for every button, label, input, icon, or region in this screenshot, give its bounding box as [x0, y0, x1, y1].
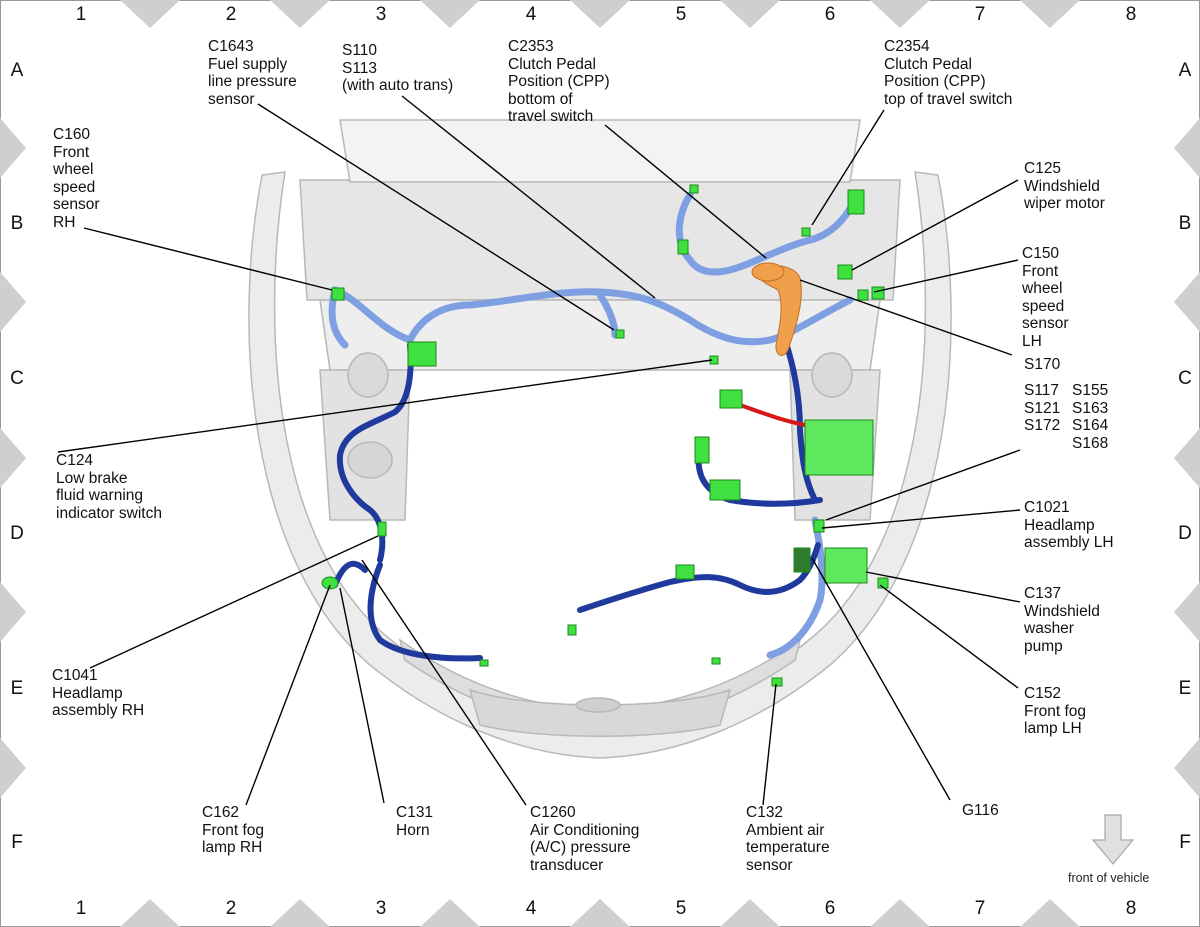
- grid-col-3-bottom: 3: [375, 898, 387, 919]
- grid-col-3-top: 3: [375, 4, 387, 25]
- wiring-harness-dark: [332, 337, 823, 662]
- grid-row-c-left: C: [10, 368, 24, 389]
- grid-row-e-left: E: [10, 678, 24, 699]
- label-c1041: C1041 Headlamp assembly RH: [52, 667, 145, 719]
- grid-col-6-top: 6: [824, 4, 836, 25]
- label-c1021: C1021 Headlamp assembly LH: [1024, 499, 1114, 551]
- label-c137: C137 Windshield washer pump: [1024, 585, 1100, 655]
- grid-top-markers: [120, 0, 1080, 28]
- highlighted-components: [739, 262, 806, 427]
- label-c160: C160 Front wheel speed sensor RH: [53, 126, 100, 231]
- grid-row-e-right: E: [1178, 678, 1192, 699]
- grid-col-2-top: 2: [225, 4, 237, 25]
- grid-col-8-top: 8: [1125, 4, 1137, 25]
- label-c124: C124 Low brake fluid warning indicator s…: [56, 452, 162, 522]
- grid-left-markers: [0, 118, 26, 798]
- label-c150: C150 Front wheel speed sensor LH: [1022, 245, 1069, 350]
- label-c162: C162 Front fog lamp RH: [202, 804, 265, 856]
- label-g116: G116: [962, 802, 999, 819]
- grid-row-f-left: F: [11, 832, 23, 853]
- label-c132: C132 Ambient air temperature sensor: [746, 804, 830, 874]
- label-c125: C125 Windshield wiper motor: [1024, 160, 1105, 212]
- grid-col-5-top: 5: [675, 4, 687, 25]
- label-c1260: C1260 Air Conditioning (A/C) pressure tr…: [530, 804, 640, 874]
- front-of-vehicle-label: front of vehicle: [1068, 871, 1150, 885]
- grid-col-1-bottom: 1: [75, 898, 87, 919]
- front-arrow-icon: [1091, 814, 1135, 865]
- grid-row-a-left: A: [10, 60, 24, 81]
- grid-row-b-left: B: [10, 213, 24, 234]
- grid-col-1-top: 1: [75, 4, 87, 25]
- grid-col-5-bottom: 5: [675, 898, 687, 919]
- label-splices-right: S155 S163 S164 S168: [1072, 382, 1109, 452]
- grid-col-7-bottom: 7: [974, 898, 986, 919]
- grid-col-6-bottom: 6: [824, 898, 836, 919]
- label-c1643: C1643 Fuel supply line pressure sensor: [208, 38, 297, 108]
- label-splices-left: S117 S121 S172: [1024, 382, 1061, 434]
- grid-row-d-right: D: [1178, 523, 1192, 544]
- grid-row-f-right: F: [1179, 832, 1191, 853]
- grid-row-b-right: B: [1178, 213, 1192, 234]
- grid-row-d-left: D: [10, 523, 24, 544]
- label-s170: S170: [1024, 356, 1061, 373]
- label-c131: C131 Horn: [396, 804, 434, 839]
- grid-col-7-top: 7: [974, 4, 986, 25]
- grid-col-8-bottom: 8: [1125, 898, 1137, 919]
- vehicle-front-end: [248, 119, 952, 759]
- grid-row-c-right: C: [1178, 368, 1192, 389]
- label-c2354: C2354 Clutch Pedal Position (CPP) top of…: [884, 38, 1013, 108]
- grid-bottom-markers: [120, 899, 1080, 927]
- label-c152: C152 Front fog lamp LH: [1024, 685, 1087, 737]
- grid-col-4-top: 4: [525, 4, 537, 25]
- connectors: [321, 184, 889, 687]
- grid-col-4-bottom: 4: [525, 898, 537, 919]
- grid-col-2-bottom: 2: [225, 898, 237, 919]
- label-c2353: C2353 Clutch Pedal Position (CPP) bottom…: [508, 38, 610, 125]
- label-s110-s113: S110 S113 (with auto trans): [342, 42, 454, 94]
- grid-row-a-right: A: [1178, 60, 1192, 81]
- leader-lines: [57, 95, 1021, 806]
- grid-right-markers: [1174, 118, 1200, 798]
